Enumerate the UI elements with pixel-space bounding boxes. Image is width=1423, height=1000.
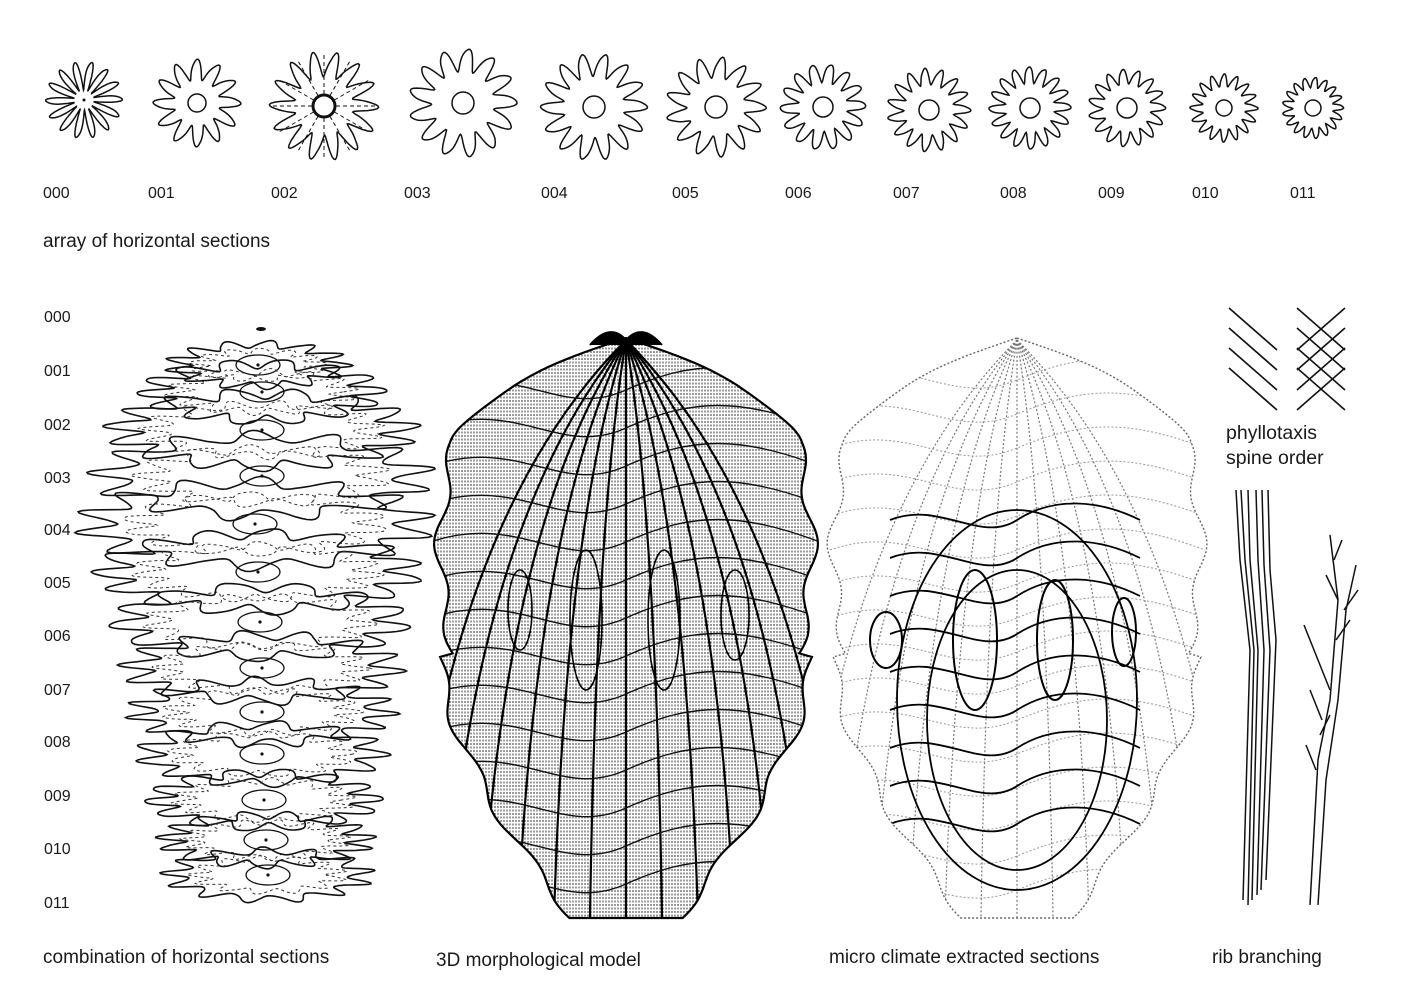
- section-outline: [152, 58, 242, 148]
- section-label: 001: [148, 185, 175, 202]
- stack-label: 008: [44, 734, 71, 751]
- parallel-spines: [1228, 307, 1278, 411]
- section-outline: [268, 51, 380, 161]
- stack-label: 003: [44, 470, 71, 487]
- section-outline: [1189, 73, 1259, 143]
- stack-label: 011: [44, 895, 70, 912]
- stack-label: 010: [44, 841, 71, 858]
- stack-label: 005: [44, 575, 71, 592]
- section-label: 005: [672, 185, 699, 202]
- section-label: 004: [541, 185, 568, 202]
- section-label: 002: [271, 185, 298, 202]
- section-outline: [409, 48, 518, 158]
- section-outline: [887, 67, 972, 153]
- section-label: 010: [1192, 185, 1219, 202]
- stacked-section: [85, 429, 437, 522]
- rib-bundle-straight: [1235, 489, 1277, 906]
- stack-label: 004: [44, 522, 71, 539]
- stacked-section: [136, 359, 388, 425]
- phyllotaxis-spine-diagram: [1228, 307, 1346, 411]
- stack-label: 007: [44, 682, 71, 699]
- stacked-section: [73, 475, 437, 573]
- rib-branching-diagram: [1235, 489, 1359, 906]
- section-label: 008: [1000, 185, 1027, 202]
- sections-caption: array of horizontal sections: [43, 231, 271, 252]
- section-outline: [988, 66, 1072, 150]
- stack-caption: combination of horizontal sections: [43, 947, 330, 968]
- section-outline: [779, 64, 867, 150]
- section-label: 011: [1290, 185, 1316, 202]
- model-caption: 3D morphological model: [436, 950, 641, 971]
- section-outline: [44, 61, 124, 139]
- section-label: 006: [785, 185, 812, 202]
- section-label: 003: [404, 185, 431, 202]
- stacked-section: [123, 675, 402, 749]
- phyllotaxis-caption: phyllotaxis spine order: [1226, 421, 1324, 471]
- combined-sections-stack: [73, 327, 437, 904]
- section-outline: [1088, 68, 1167, 148]
- section-outline: [1282, 76, 1345, 140]
- stacked-section: [154, 810, 378, 870]
- stacked-section: [158, 846, 376, 904]
- stack-label: 000: [44, 309, 71, 326]
- stacked-section: [134, 720, 393, 789]
- section-label: 007: [893, 185, 920, 202]
- section-outline: [666, 56, 768, 158]
- stack-label: 006: [44, 628, 71, 645]
- horizontal-sections-array: [44, 48, 1345, 161]
- stack-label: 002: [44, 417, 71, 434]
- phyllotaxis-caption-line2: spine order: [1226, 447, 1324, 469]
- section-outline: [539, 53, 649, 161]
- stacked-section: [102, 388, 422, 473]
- stacked-section: [144, 768, 384, 832]
- morphological-model-3d: [432, 331, 820, 920]
- rib-bundle-branched: [1303, 534, 1359, 906]
- section-label: 000: [43, 185, 70, 202]
- section-label: 009: [1098, 185, 1125, 202]
- stacked-section: [89, 528, 423, 616]
- phyllotaxis-caption-line1: phyllotaxis: [1226, 422, 1318, 444]
- climate-caption: micro climate extracted sections: [829, 947, 1100, 968]
- micro-climate-sections: [826, 337, 1208, 919]
- stacked-section: [108, 582, 412, 663]
- stack-label: 001: [44, 363, 71, 380]
- ribs-caption: rib branching: [1212, 947, 1322, 968]
- stack-label: 009: [44, 788, 71, 805]
- crossed-spines: [1296, 307, 1346, 411]
